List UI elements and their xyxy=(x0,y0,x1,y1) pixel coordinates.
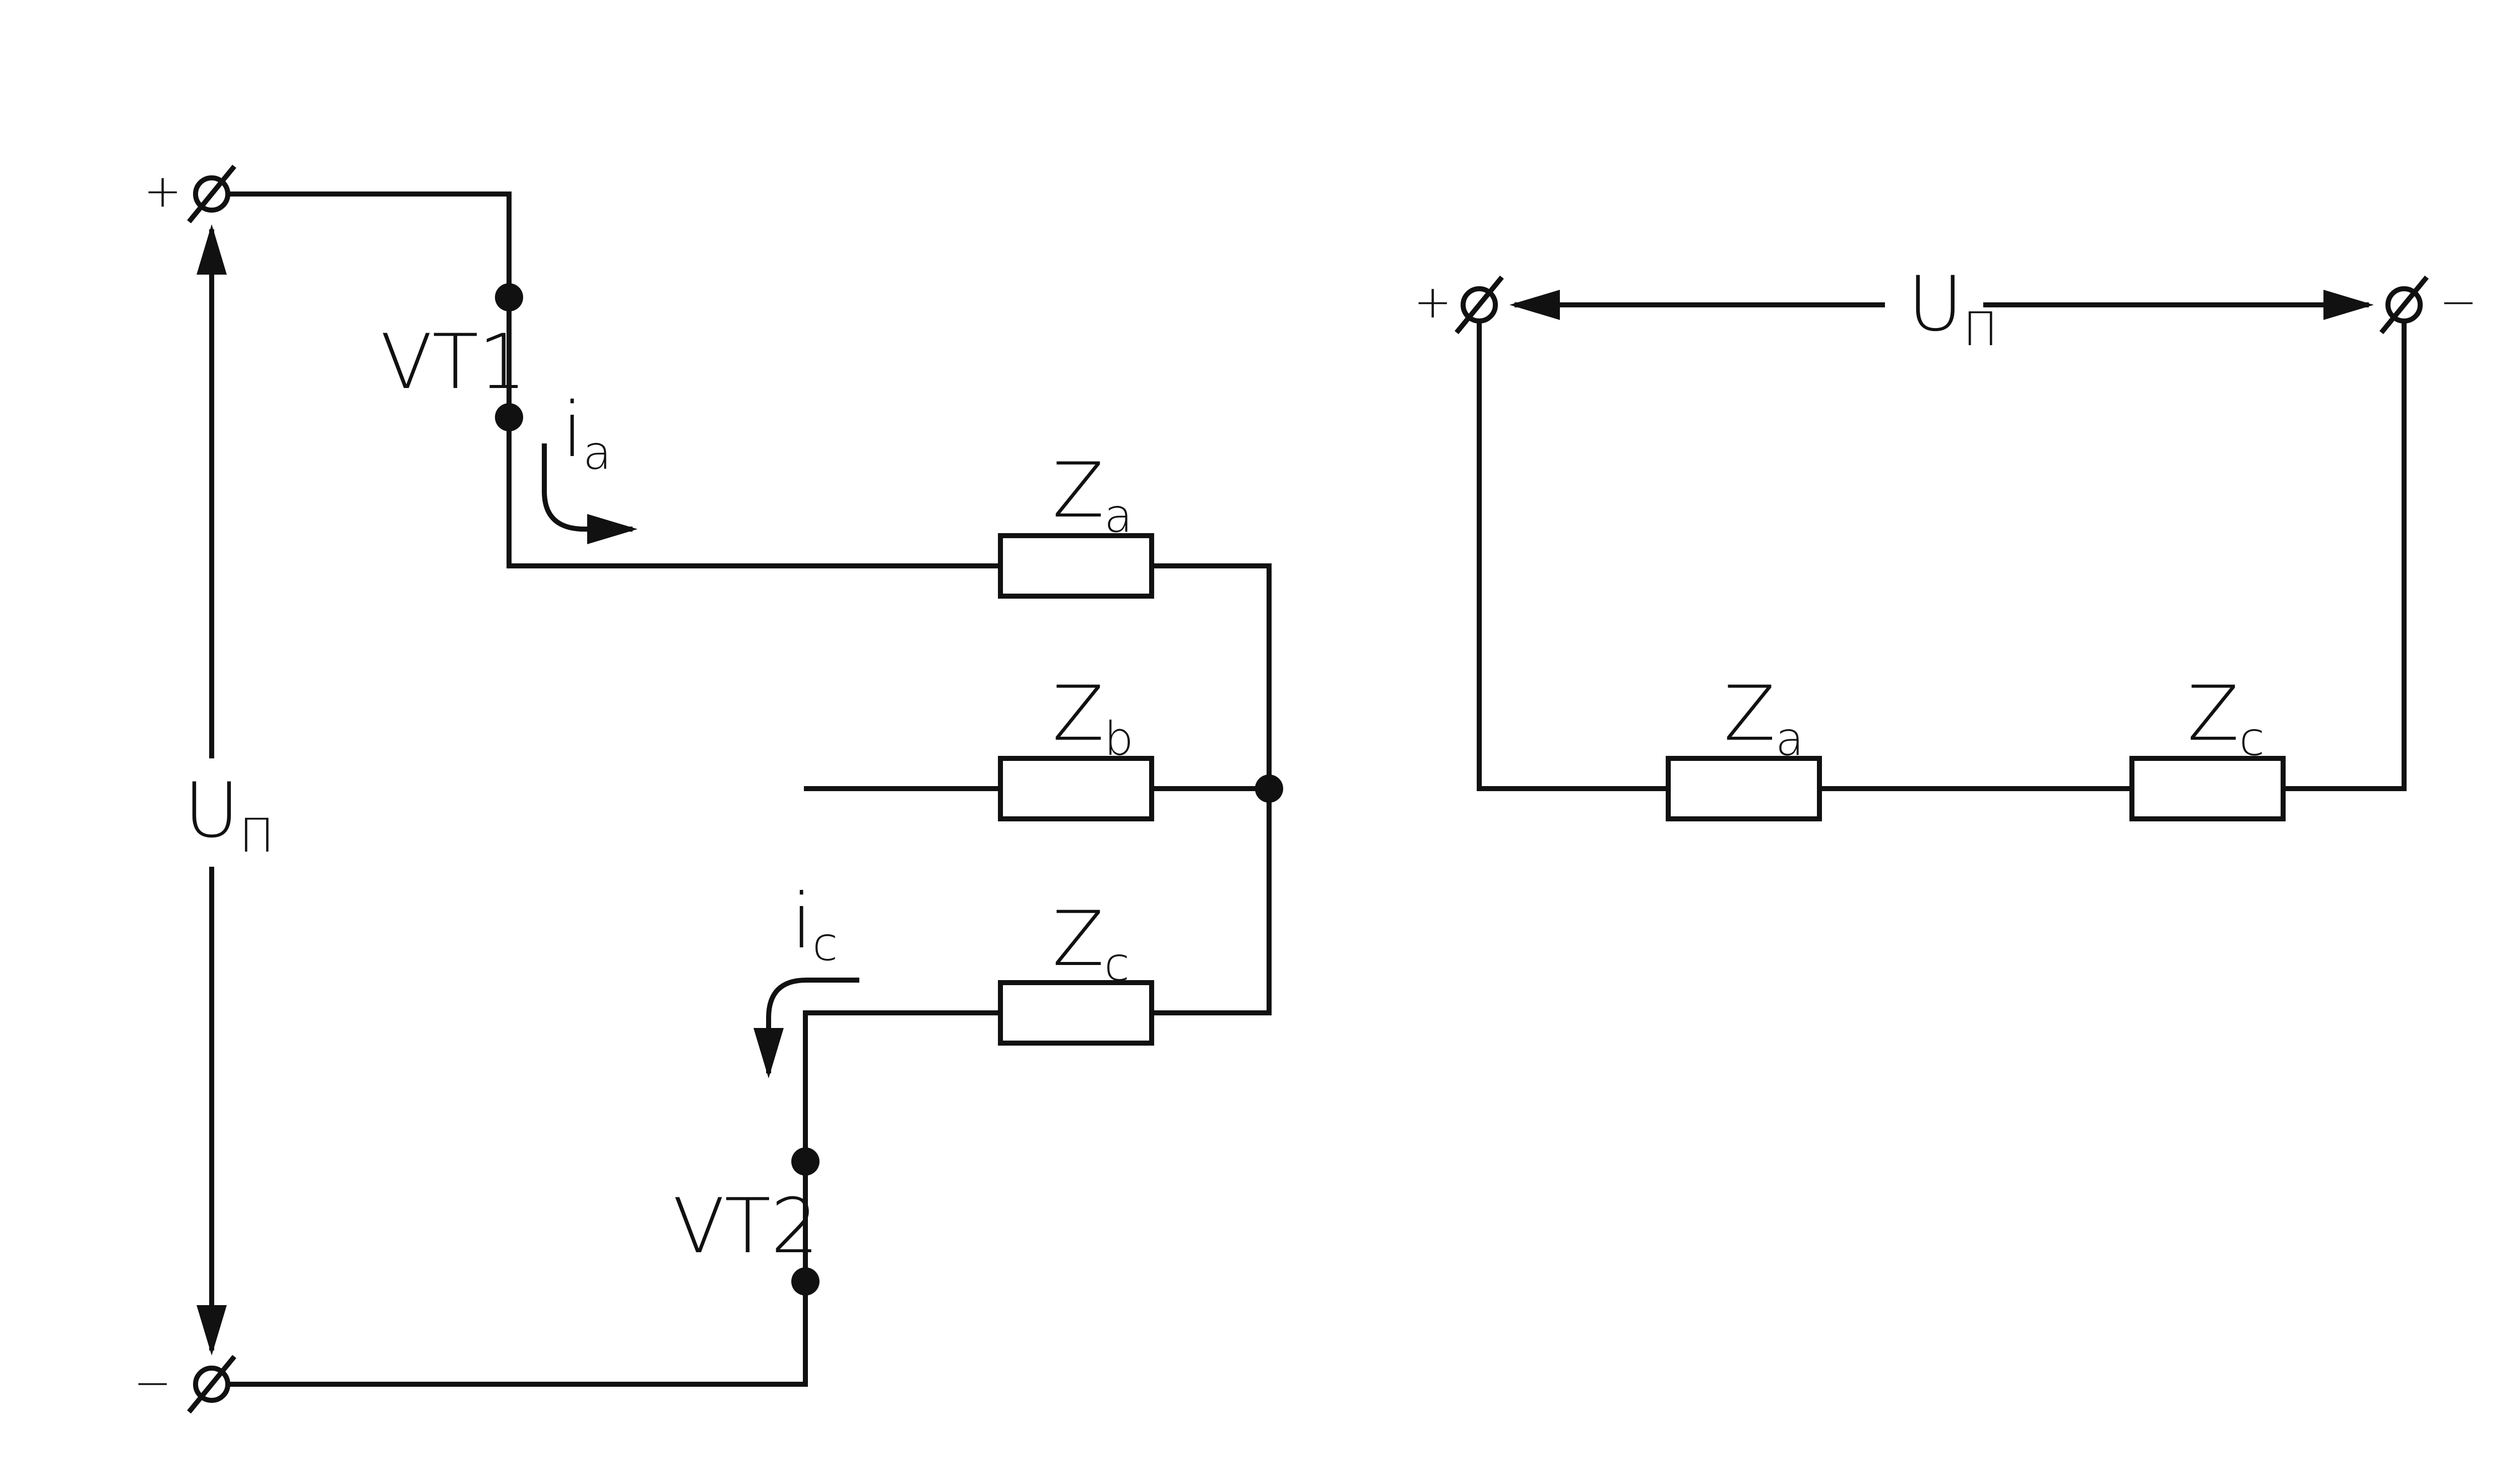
ic-label: ic xyxy=(791,878,838,971)
vt2-dot-bottom xyxy=(791,1267,820,1296)
ia-label: ia xyxy=(562,386,611,480)
current-arrow-ic xyxy=(753,978,859,1078)
left-minus-sign: − xyxy=(134,1357,171,1409)
za-resistor-right xyxy=(1666,756,1822,821)
current-arrow-ia xyxy=(542,443,638,544)
zc-resistor-right xyxy=(2129,756,2286,821)
left-plus-sign: + xyxy=(144,165,181,218)
left-circuit: + − VT1 Za Zb Zc VT2 ia xyxy=(134,164,1283,1414)
wire-right-left xyxy=(1477,318,1671,791)
zc-label-right: Zc xyxy=(2187,670,2264,766)
zb-label: Zb xyxy=(1052,670,1133,766)
star-node xyxy=(1255,775,1283,803)
vt1-label: VT1 xyxy=(381,318,527,406)
vt2-label: VT2 xyxy=(673,1183,819,1270)
voltage-label-left: UП xyxy=(184,767,274,863)
voltage-label-right: UП xyxy=(1908,261,1998,356)
wire-right-right xyxy=(2281,318,2407,791)
wire-top xyxy=(225,191,1003,568)
wire-bottom xyxy=(225,1010,1003,1387)
vt1-dot-bottom xyxy=(495,403,523,431)
zc-label-left: Zc xyxy=(1052,895,1129,991)
right-plus-sign: + xyxy=(1414,276,1452,329)
za-label-left: Za xyxy=(1052,447,1132,543)
za-resistor-left xyxy=(998,533,1154,599)
vt1-dot-top xyxy=(495,283,523,311)
right-circuit: + − UП Za Zc xyxy=(1414,261,2477,821)
zc-resistor-left xyxy=(998,980,1154,1046)
zb-resistor xyxy=(998,756,1154,821)
right-minus-sign: − xyxy=(2439,276,2477,329)
za-label-right: Za xyxy=(1724,670,1804,766)
wire-za-right xyxy=(1149,563,1272,1015)
vt2-dot-top xyxy=(791,1147,820,1176)
